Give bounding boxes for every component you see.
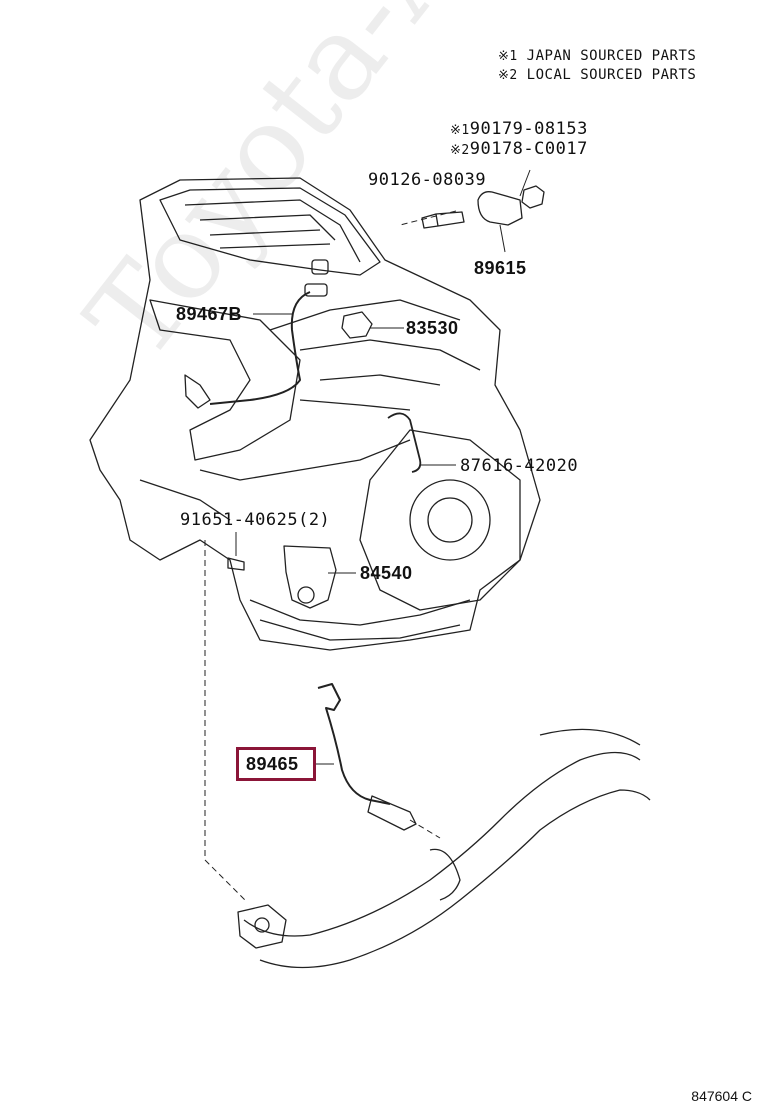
callout-90179[interactable]: ※190179-08153 xyxy=(450,119,588,139)
callout-89465[interactable]: 89465 xyxy=(246,754,299,774)
switch-83530 xyxy=(341,311,373,339)
callout-89615[interactable]: 89615 xyxy=(474,258,527,278)
legend-line-2: ※2 LOCAL SOURCED PARTS xyxy=(498,67,696,83)
knock-sensor xyxy=(477,191,523,226)
callout-mark-1: ※1 xyxy=(450,123,470,138)
legend-mark-1: ※1 xyxy=(498,49,518,64)
callout-mark-2: ※2 xyxy=(450,143,470,158)
lower-o2-sensor xyxy=(317,683,391,805)
park-switch xyxy=(283,545,337,609)
callout-part-90179: 90179-08153 xyxy=(469,119,588,139)
callout-91651[interactable]: 91651-40625(2) xyxy=(180,510,331,530)
callout-89467b[interactable]: 89467B xyxy=(176,304,243,324)
callout-84540[interactable]: 84540 xyxy=(360,563,413,583)
legend-text-2: LOCAL SOURCED PARTS xyxy=(526,67,697,83)
highlight-box xyxy=(236,747,316,781)
callout-part-90178: 90178-C0017 xyxy=(469,139,588,159)
callout-83530[interactable]: 83530 xyxy=(406,318,459,338)
legend-line-1: ※1 JAPAN SOURCED PARTS xyxy=(498,48,696,64)
valve-cover xyxy=(159,187,381,276)
bolt-91651 xyxy=(227,557,245,571)
engine-outline xyxy=(89,177,541,651)
callout-90126[interactable]: 90126-08039 xyxy=(368,170,487,190)
upper-o2-wire xyxy=(209,291,311,405)
clamp xyxy=(387,412,422,473)
exhaust-pipe xyxy=(243,751,641,937)
legend-mark-2: ※2 xyxy=(498,68,518,83)
callout-90178[interactable]: ※290178-C0017 xyxy=(450,139,588,159)
nut xyxy=(521,185,545,209)
exhaust-flange xyxy=(237,904,287,949)
legend-text-1: JAPAN SOURCED PARTS xyxy=(526,48,697,64)
callout-87616[interactable]: 87616-42020 xyxy=(460,456,579,476)
diagram-code: 847604 C xyxy=(691,1088,752,1104)
